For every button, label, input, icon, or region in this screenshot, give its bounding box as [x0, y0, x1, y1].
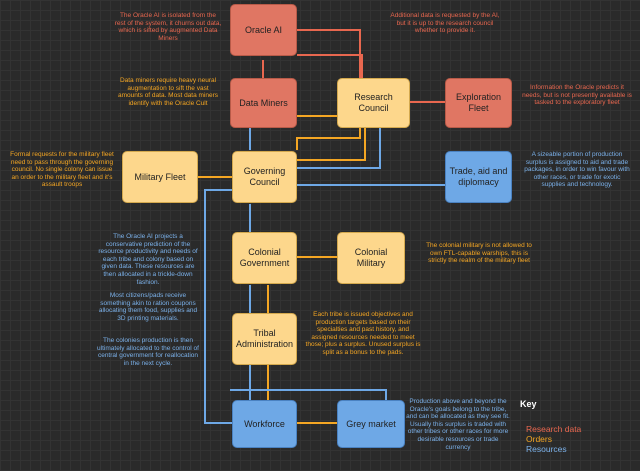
node-research-council[interactable]: Research Council — [337, 78, 410, 128]
node-grey-market[interactable]: Grey market — [337, 400, 405, 448]
note-data-miners: Data miners require heavy neural augment… — [117, 77, 219, 107]
note-each-tribe: Each tribe is issued objectives and prod… — [305, 311, 421, 356]
note-colonies-production: The colonies production is then ultimate… — [97, 337, 199, 367]
node-tribal-administration[interactable]: Tribal Administration — [232, 313, 297, 365]
note-oracle-projects: The Oracle AI projects a conservative pr… — [98, 233, 198, 286]
node-colonial-government[interactable]: Colonial Government — [232, 232, 297, 284]
node-military-fleet[interactable]: Military Fleet — [122, 151, 198, 203]
note-production-surplus: A sizeable portion of production surplus… — [524, 151, 630, 189]
node-colonial-military[interactable]: Colonial Military — [337, 232, 405, 284]
note-additional-data: Additional data is requested by the AI, … — [390, 12, 500, 35]
node-governing-council[interactable]: Governing Council — [232, 151, 297, 203]
node-trade-aid-diplomacy[interactable]: Trade, aid and diplomacy — [445, 151, 512, 203]
node-workforce[interactable]: Workforce — [232, 400, 297, 448]
node-oracle-ai[interactable]: Oracle AI — [230, 4, 297, 56]
note-colonial-military: The colonial military is not allowed to … — [426, 242, 532, 265]
note-production-above: Production above and beyond the Oracle's… — [406, 398, 510, 451]
note-most-citizens: Most citizens/pads receive something aki… — [98, 292, 198, 322]
node-exploration-fleet[interactable]: Exploration Fleet — [445, 78, 512, 128]
note-formal-requests: Formal requests for the military fleet n… — [10, 151, 114, 189]
key-resources: Resources — [526, 444, 567, 454]
node-data-miners[interactable]: Data Miners — [230, 78, 297, 128]
key-research-data: Research data — [526, 424, 582, 434]
note-oracle-isolated: The Oracle AI is isolated from the rest … — [114, 12, 222, 42]
key-title: Key — [520, 399, 537, 409]
key-orders: Orders — [526, 434, 552, 444]
note-information-oracle: Information the Oracle predicts it needs… — [522, 84, 632, 107]
